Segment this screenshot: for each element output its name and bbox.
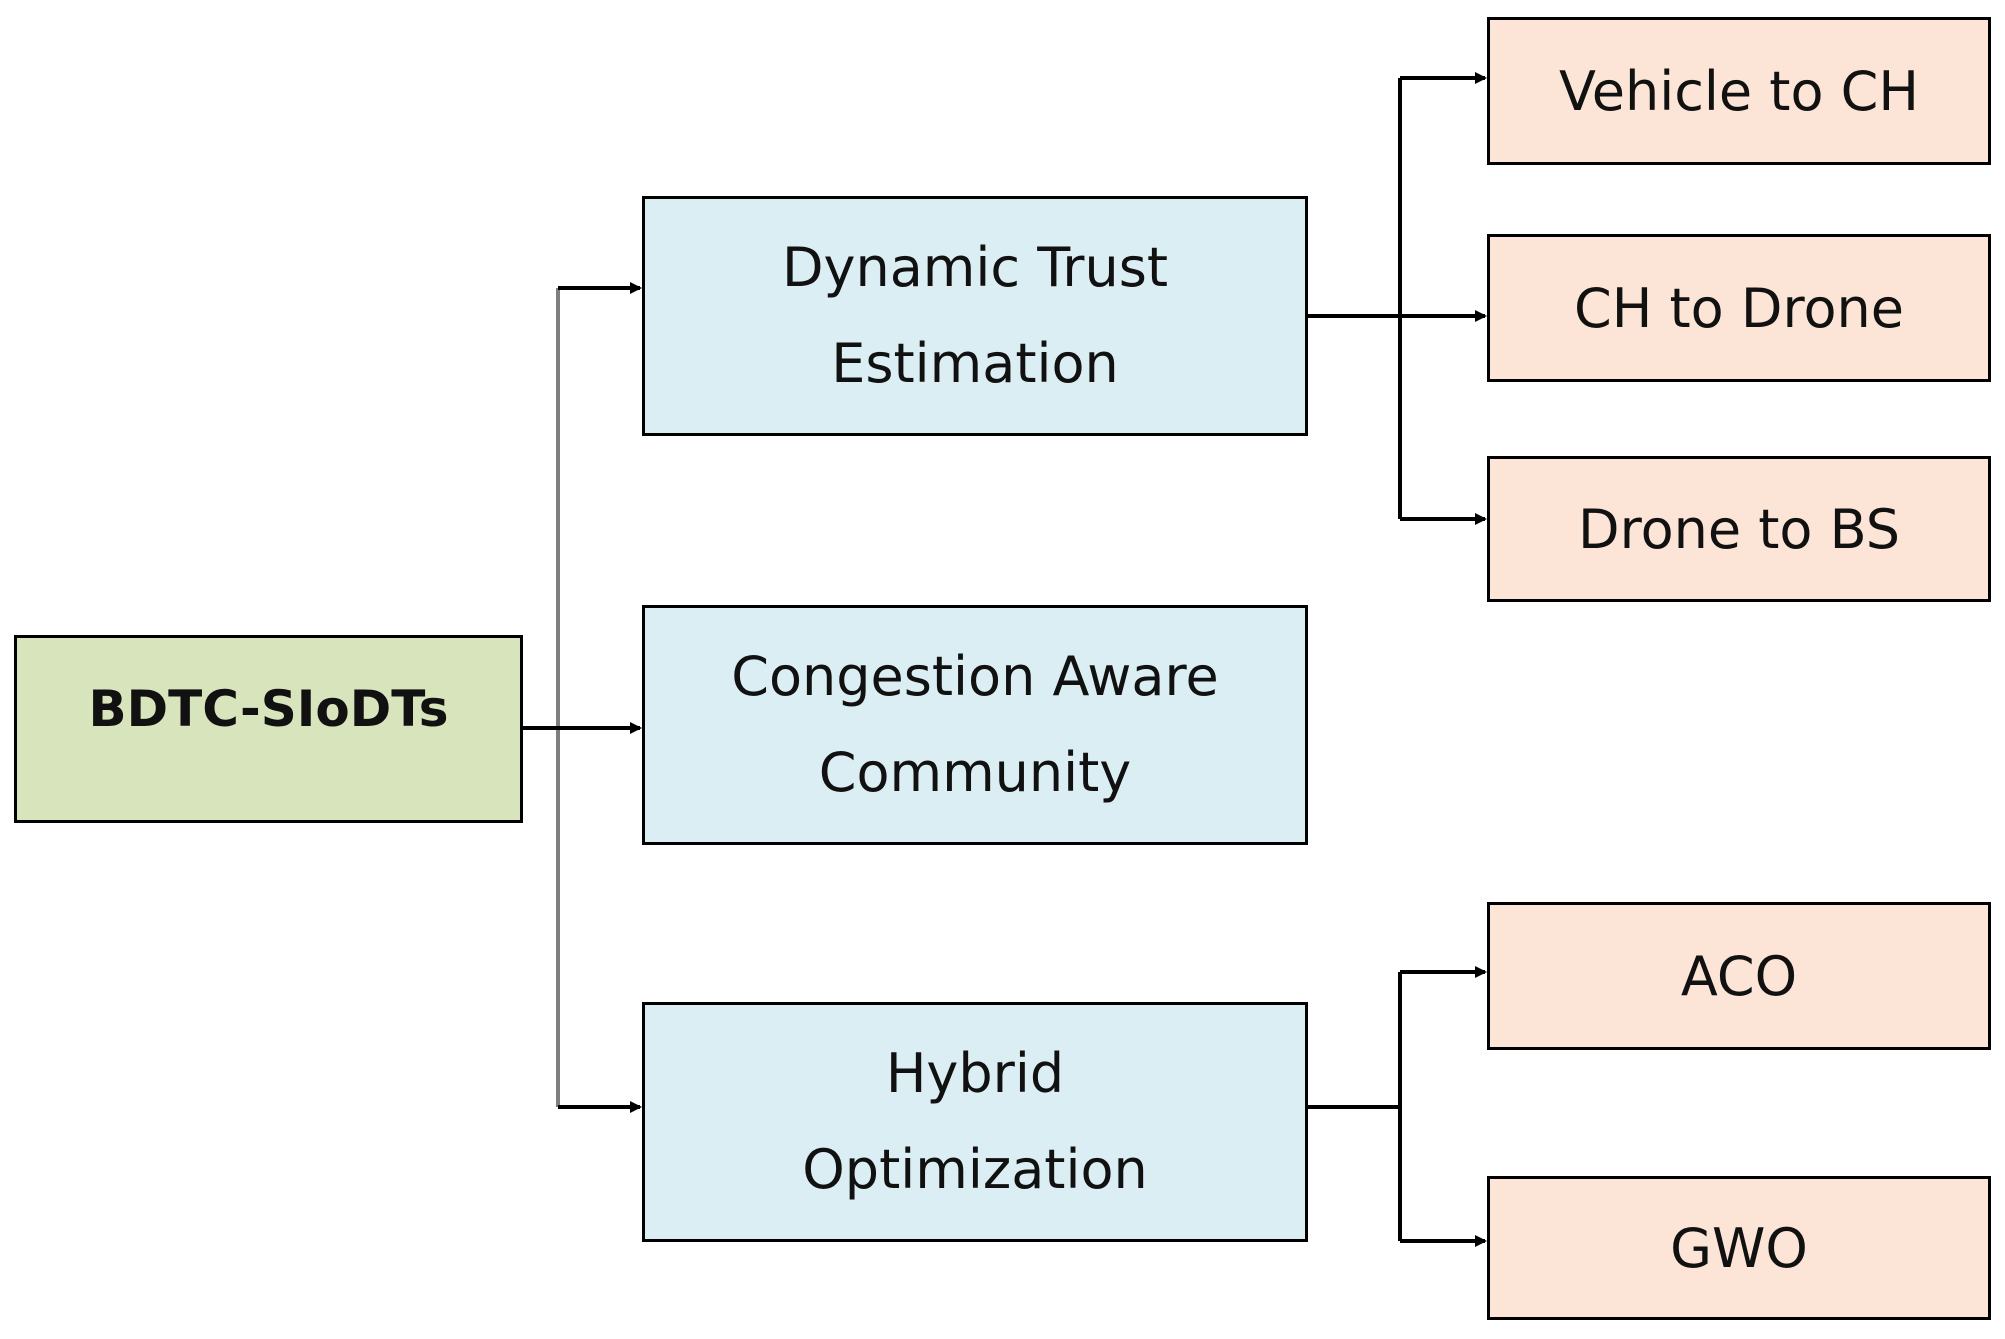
root-label: BDTC-SIoDTs <box>88 680 449 738</box>
leaf-aco: ACO <box>1487 902 1991 1050</box>
leaf-label: Drone to BS <box>1578 497 1900 561</box>
component-dynamic-trust-estimation: Dynamic Trust Estimation <box>642 196 1308 436</box>
component-label-line-1: Hybrid <box>885 1042 1065 1105</box>
component-hybrid-optimization: Hybrid Optimization <box>642 1002 1308 1242</box>
component-label-line-2: Community <box>818 741 1132 804</box>
component-label-line-1: Congestion Aware <box>731 645 1219 708</box>
component-congestion-aware-community: Congestion Aware Community <box>642 605 1308 845</box>
leaf-label: Vehicle to CH <box>1559 59 1919 123</box>
leaf-drone-to-bs: Drone to BS <box>1487 456 1991 602</box>
leaf-label: CH to Drone <box>1574 276 1904 340</box>
leaf-gwo: GWO <box>1487 1176 1991 1320</box>
leaf-label: GWO <box>1670 1216 1808 1280</box>
leaf-ch-to-drone: CH to Drone <box>1487 234 1991 382</box>
component-label-line-1: Dynamic Trust <box>781 236 1169 299</box>
component-label-line-2: Estimation <box>831 332 1119 395</box>
component-label-line-2: Optimization <box>802 1138 1148 1201</box>
leaf-vehicle-to-ch: Vehicle to CH <box>1487 17 1991 165</box>
leaf-label: ACO <box>1680 944 1798 1008</box>
root-node-bdtc-siodts: BDTC-SIoDTs <box>14 635 523 823</box>
